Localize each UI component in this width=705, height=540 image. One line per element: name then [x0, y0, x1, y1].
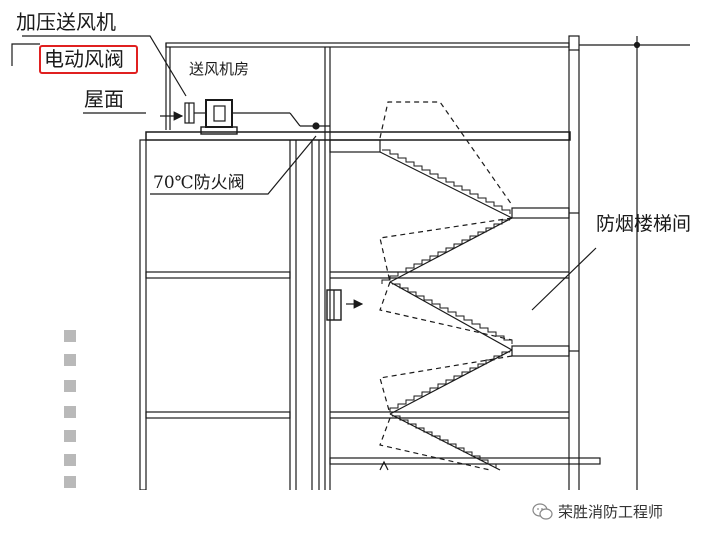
stair-flight-3 — [389, 281, 513, 351]
stair-flight-1 — [379, 151, 513, 219]
watermark-text: 荣胜消防工程师 — [558, 503, 664, 521]
hidden-flight — [379, 417, 491, 471]
landing — [511, 345, 570, 357]
fan-leader-line — [22, 35, 187, 97]
stair-roof-parapet — [568, 35, 580, 51]
stair-leader-line — [531, 247, 597, 311]
blurred-dimension-text — [58, 330, 86, 490]
stair-flight-2 — [389, 217, 513, 283]
wechat-watermark-icon — [532, 502, 553, 520]
fire-damper-symbol — [312, 122, 320, 130]
label-fire-damper-70: 70℃防火阀 — [153, 173, 245, 193]
label-pressurized-fan: 加压送风机 — [16, 10, 116, 34]
label-roof: 屋面 — [84, 87, 124, 111]
label-electric-damper: 电动风阀 — [44, 47, 124, 71]
stair-flight-4 — [389, 349, 513, 415]
label-smoke-proof-stair: 防烟楼梯间 — [596, 213, 692, 235]
floor-slab — [145, 411, 291, 419]
fire-damper-leader-line — [150, 135, 317, 195]
damper-leader-line — [11, 43, 40, 66]
hidden-flight — [379, 281, 513, 341]
hidden-flight — [379, 217, 513, 283]
left-wall — [139, 139, 147, 491]
stair-flight-5 — [389, 413, 501, 471]
roof-slab — [145, 131, 571, 141]
landing — [511, 207, 570, 219]
highlight-box — [39, 45, 138, 74]
fan-room-outline — [165, 42, 570, 48]
bottom-slab — [329, 457, 601, 465]
footer-area — [0, 490, 705, 540]
hidden-flight — [379, 101, 513, 206]
fan-symbol — [205, 99, 233, 128]
floor-slab — [145, 271, 291, 279]
fan-base — [200, 126, 238, 135]
label-fan-room: 送风机房 — [189, 60, 250, 78]
watermark: 荣胜消防工程师 — [532, 501, 663, 522]
landing — [329, 139, 381, 153]
